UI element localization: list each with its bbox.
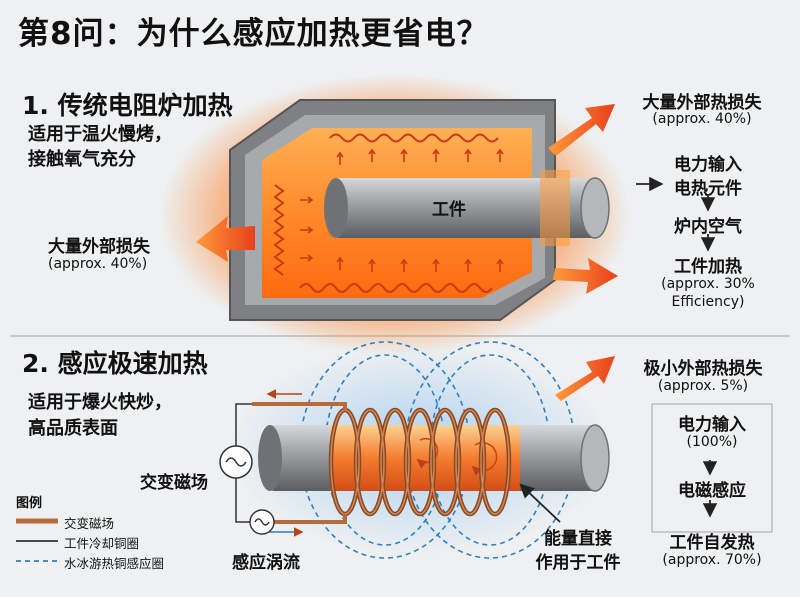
- energy-label-1: 能量直接: [544, 529, 612, 549]
- loss-arrow-s2: [555, 356, 615, 401]
- circuit-wire-top: [235, 403, 252, 446]
- s1-efficiency-1: (approx. 30%: [661, 276, 755, 292]
- s2-flow-step-1: 电力输入: [678, 415, 746, 435]
- heating-element-bottom: [299, 283, 493, 293]
- legend-item-1: 交变磁场: [64, 516, 115, 531]
- energy-label-2: 作用于工件: [535, 553, 621, 573]
- loss-top-value: (approx. 40%): [652, 111, 752, 127]
- workpiece-rod-end-right: [580, 177, 610, 239]
- s2-loss-label: 极小外部热损失: [643, 359, 763, 379]
- s2-flow-step-3: 工件自发热: [669, 533, 755, 553]
- section1-heading: 1. 传统电阻炉加热: [22, 91, 233, 120]
- induction-rod-end-right: [580, 424, 610, 492]
- s2-flow-step-1-value: (100%): [686, 434, 738, 450]
- section1-subtitle-1: 适用于温火慢烤，: [28, 124, 172, 145]
- legend-item-2: 工件冷却铜圈: [64, 536, 140, 551]
- coil-lead-top: [252, 402, 347, 410]
- legend-title: 图例: [16, 496, 43, 511]
- flow-arrows-s1: [636, 176, 716, 252]
- s1-flow-step-2: 电热元件: [674, 179, 742, 199]
- field-label: 交变磁场: [140, 473, 208, 493]
- section2-subtitle-1: 适用于爆火快炒，: [28, 392, 172, 413]
- workpiece-rod-end-left: [324, 178, 348, 238]
- loss-arrow-top: [548, 104, 615, 156]
- workpiece-label: 工件: [432, 200, 466, 220]
- s1-flow-step-1: 电力输入: [674, 155, 742, 175]
- eddy-label: 感应涡流: [232, 553, 300, 573]
- page-title: 第8问：为什么感应加热更省电？: [18, 16, 489, 52]
- loss-arrow-right: [553, 258, 618, 294]
- section2-heading: 2. 感应极速加热: [22, 349, 208, 378]
- heat-flow-arrows: [300, 148, 504, 272]
- heating-element-left: [273, 184, 285, 276]
- s2-flow-step-3-value: (approx. 70%): [662, 552, 762, 568]
- loss-left-label: 大量外部损失: [48, 237, 150, 257]
- loss-top-label: 大量外部热损失: [642, 93, 762, 113]
- induction-rod-end-left: [258, 425, 282, 491]
- section1-subtitle-2: 接触氧气充分: [28, 149, 136, 170]
- induction-hot-zone: [330, 425, 520, 491]
- furnace-opening-glow: [540, 170, 570, 246]
- s2-loss-value: (approx. 5%): [657, 378, 749, 394]
- circuit-wire-bottom: [235, 478, 252, 523]
- s1-flow-step-4: 工件加热: [674, 257, 742, 277]
- flow-box-s2: [651, 403, 773, 533]
- coil-lead-bottom: [252, 514, 347, 524]
- workpiece-rod: [335, 178, 595, 238]
- energy-pointer-arrow: [519, 483, 561, 523]
- loss-arrow-left: [196, 216, 255, 262]
- s1-efficiency-2: Efficiency): [671, 294, 745, 310]
- legend-item-3: 水冰游热铜感应圈: [64, 556, 165, 571]
- loss-left-value: (approx. 40%): [48, 256, 148, 272]
- s1-flow-step-3: 炉内空气: [674, 217, 742, 237]
- s2-flow-step-2: 电磁感应: [678, 481, 746, 501]
- heating-element-top: [329, 133, 499, 143]
- section2-subtitle-2: 高品质表面: [28, 418, 118, 439]
